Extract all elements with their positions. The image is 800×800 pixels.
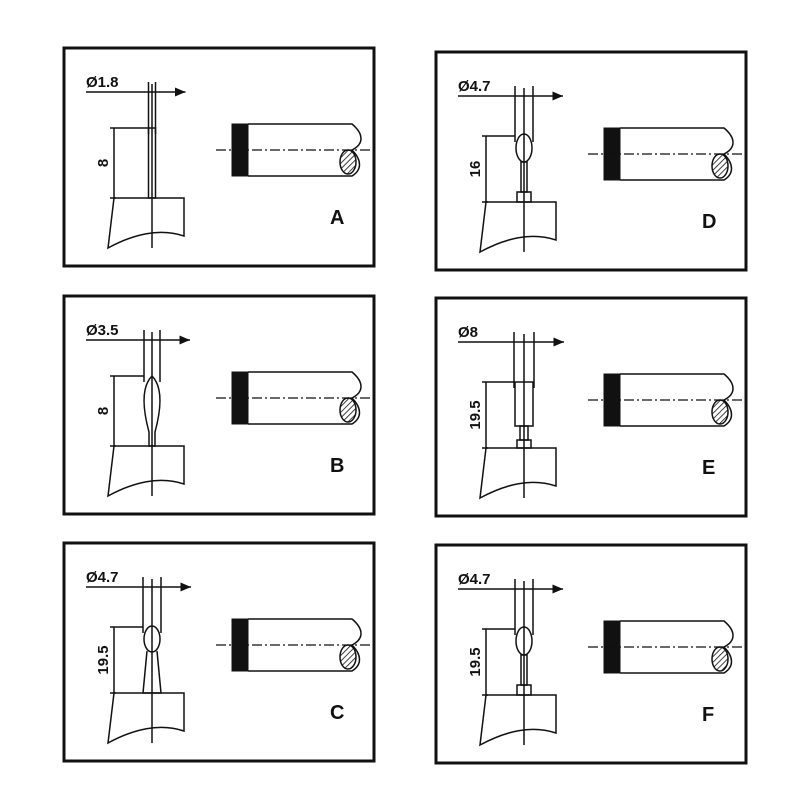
diameter-label: Ø8 xyxy=(458,324,478,341)
length-label: 19.5 xyxy=(95,645,112,674)
panel-f: Ø4.7 19.5F xyxy=(434,543,748,765)
panel-frame xyxy=(434,296,748,518)
length-label: 19.5 xyxy=(467,400,484,429)
panel-letter: C xyxy=(330,702,344,724)
probe-holder xyxy=(479,694,557,747)
panel-a: Ø1.8 8A xyxy=(62,46,376,268)
cylinder-section xyxy=(711,399,729,425)
panel-d: Ø4.7 16D xyxy=(434,50,748,272)
cylinder-section xyxy=(711,646,729,672)
probe-holder xyxy=(107,692,185,745)
length-label: 16 xyxy=(467,161,484,178)
panel-c: Ø4.7 19.5C xyxy=(62,541,376,763)
panel-letter: E xyxy=(702,457,715,479)
panel-frame xyxy=(434,543,748,765)
diameter-label: Ø4.7 xyxy=(458,78,491,95)
probe-holder xyxy=(107,445,185,498)
panel-frame xyxy=(434,50,748,272)
panel-e: Ø8 19.5E xyxy=(434,296,748,518)
probe-holder xyxy=(479,201,557,254)
panel-frame xyxy=(62,541,376,763)
panel-letter: F xyxy=(702,704,714,726)
cylinder-section xyxy=(711,153,729,179)
panel-letter: D xyxy=(702,211,716,233)
length-label: 8 xyxy=(95,159,112,167)
panel-letter: B xyxy=(330,455,344,477)
cylinder-section xyxy=(339,397,357,423)
probe-holder xyxy=(479,447,557,500)
length-label: 19.5 xyxy=(467,647,484,676)
diameter-label: Ø1.8 xyxy=(86,74,119,91)
probe-holder xyxy=(107,197,185,250)
cylinder-section xyxy=(339,644,357,670)
panel-frame xyxy=(62,46,376,268)
diameter-label: Ø4.7 xyxy=(86,569,119,586)
diameter-label: Ø4.7 xyxy=(458,571,491,588)
cylinder-section xyxy=(339,149,357,175)
panel-letter: A xyxy=(330,207,344,229)
panel-b: Ø3.5 8B xyxy=(62,294,376,516)
length-label: 8 xyxy=(95,407,112,415)
diameter-label: Ø3.5 xyxy=(86,322,119,339)
panel-frame xyxy=(62,294,376,516)
